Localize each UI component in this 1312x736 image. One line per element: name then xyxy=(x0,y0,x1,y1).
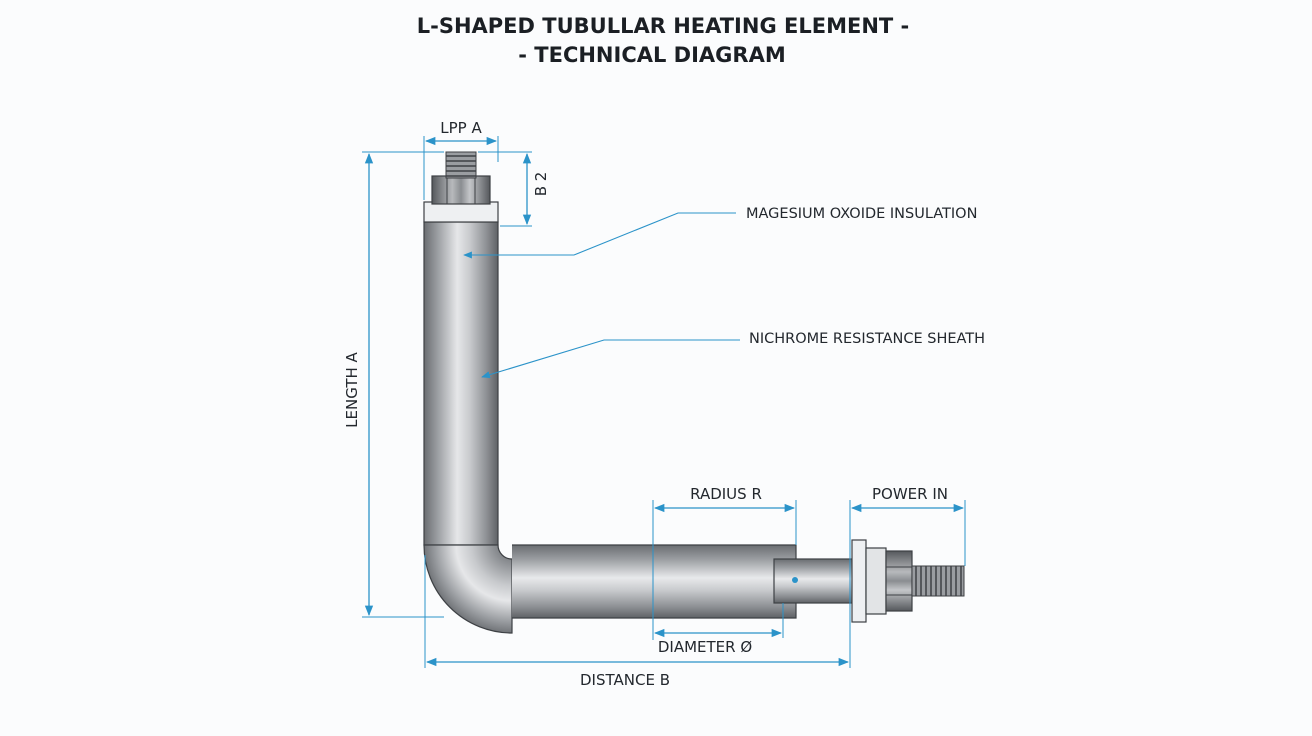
label-length-a: LENGTH A xyxy=(343,351,361,427)
callout-insulation: MAGESIUM OXOIDE INSULATION xyxy=(463,206,977,259)
dimension-radius-r: RADIUS R xyxy=(652,485,797,640)
dimension-diameter: DIAMETER Ø xyxy=(653,603,784,656)
label-radius-r: RADIUS R xyxy=(690,485,762,503)
title-line-2: - TECHNICAL DIAGRAM xyxy=(518,43,786,67)
label-distance-b: DISTANCE B xyxy=(580,671,670,689)
label-insulation: MAGESIUM OXOIDE INSULATION xyxy=(746,206,977,222)
dimension-power-in: POWER IN xyxy=(849,485,966,668)
diagram-title: L-SHAPED TUBULLAR HEATING ELEMENT - - TE… xyxy=(0,12,1312,70)
power-in-terminal-fitting xyxy=(851,539,965,623)
dimension-lpp-a: LPP A xyxy=(423,119,499,200)
top-terminal-fitting xyxy=(423,151,499,223)
title-line-1: L-SHAPED TUBULLAR HEATING ELEMENT - xyxy=(416,14,910,38)
dimension-b2: B 2 xyxy=(478,151,550,227)
label-diameter: DIAMETER Ø xyxy=(658,638,752,656)
heating-element-tube xyxy=(423,221,855,634)
dimension-length-a: LENGTH A xyxy=(343,151,444,618)
dimension-distance-b: DISTANCE B xyxy=(424,555,850,689)
label-power-in: POWER IN xyxy=(872,485,948,503)
label-b2: B 2 xyxy=(532,172,550,197)
callout-sheath: NICHROME RESISTANCE SHEATH xyxy=(481,331,985,379)
label-lpp-a: LPP A xyxy=(440,119,482,137)
label-sheath: NICHROME RESISTANCE SHEATH xyxy=(749,331,985,347)
